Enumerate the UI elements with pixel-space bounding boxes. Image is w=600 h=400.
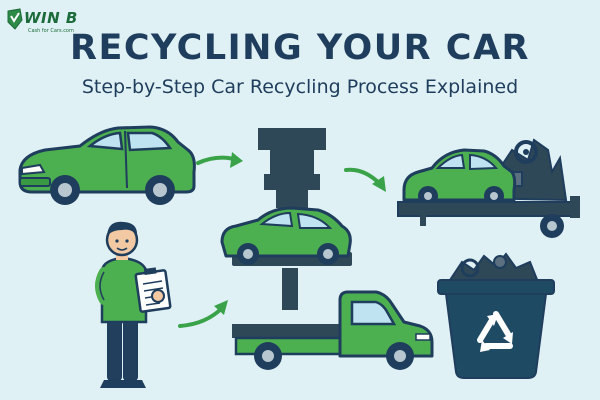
- page-title: RECYCLING YOUR CAR: [70, 28, 530, 68]
- arrow-head-icon: [230, 152, 243, 168]
- worker-illustration: [95, 221, 172, 388]
- arrow-icon: [344, 167, 382, 186]
- arrow-icon: [178, 306, 224, 328]
- arrow-head-icon: [214, 300, 228, 315]
- clipboard-icon: [134, 267, 172, 313]
- green-truck-illustration: [232, 290, 434, 370]
- recycle-icon: [477, 311, 513, 352]
- logo-brand-text: WIN B: [24, 9, 78, 27]
- arrow-head-icon: [372, 176, 386, 192]
- logo-badge-icon: [7, 8, 23, 30]
- scrap-trailer-illustration: [397, 138, 580, 238]
- page-subtitle: Step-by-Step Car Recycling Process Expla…: [81, 76, 519, 98]
- green-car-illustration: [18, 125, 196, 205]
- brand-logo[interactable]: WIN B Cash for Cars.com: [6, 6, 86, 42]
- recycling-bin-illustration: [437, 252, 555, 379]
- logo-tagline: Cash for Cars.com: [28, 28, 74, 34]
- car-crusher-illustration: [220, 128, 352, 310]
